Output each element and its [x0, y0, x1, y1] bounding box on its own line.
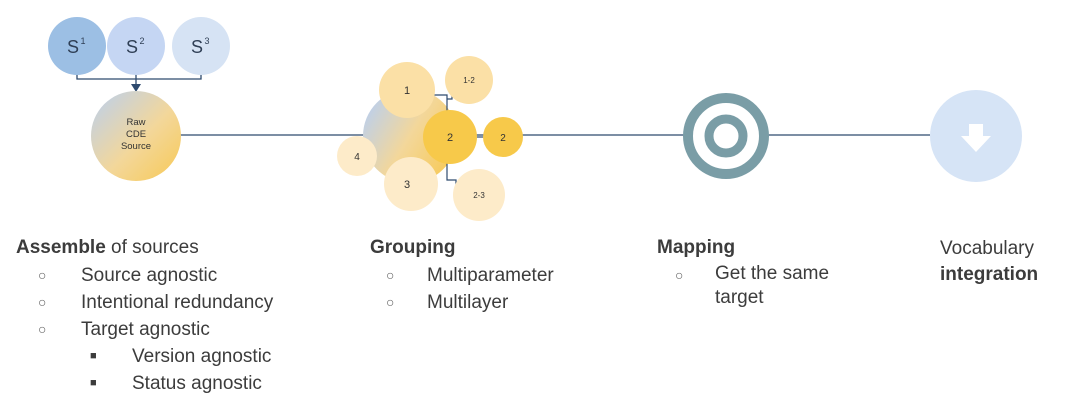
group-node-3-label: 3: [404, 179, 410, 191]
source-label-1: S: [67, 37, 79, 57]
raw-source-line-3: Source: [121, 141, 151, 152]
source-node-1: S 1: [48, 17, 106, 75]
vocabulary-line-2-text: integration: [940, 264, 1039, 285]
group-node-2-label: 2: [447, 132, 453, 144]
grouping-heading-text: Grouping: [370, 237, 456, 258]
source-sup-1: 1: [80, 36, 85, 46]
list-subitem: ■ Status agnostic: [16, 370, 273, 397]
mapping-heading: Mapping: [657, 236, 865, 260]
group-node-1: 1: [379, 62, 435, 118]
mapping-section: Mapping ○ Get the same target: [657, 236, 865, 311]
list-item-text: Multilayer: [427, 292, 509, 313]
source-node-2: S 2: [107, 17, 165, 75]
source-label-3: S: [191, 37, 203, 57]
download-arrow-icon: [930, 90, 1022, 182]
grouping-list: ○ Multiparameter ○ Multilayer: [370, 262, 554, 316]
assemble-heading-bold: Assemble: [16, 237, 106, 258]
circle-bullet-icon: ○: [38, 267, 47, 283]
square-bullet-icon: ■: [90, 350, 97, 362]
raw-cde-source-node: Raw CDE Source: [91, 91, 181, 181]
vocabulary-line-1: Vocabulary: [940, 238, 1035, 259]
source-label-2: S: [126, 37, 138, 57]
list-item-text: Get the same target: [715, 263, 830, 308]
list-item: ○ Intentional redundancy: [16, 289, 273, 316]
source-sup-3: 3: [204, 36, 209, 46]
target-rings-icon: [683, 93, 769, 179]
raw-source-line-1: Raw: [126, 117, 145, 128]
group-node-2b-label: 2: [500, 133, 506, 144]
square-bullet-icon: ■: [90, 377, 97, 389]
list-item-text: Intentional redundancy: [81, 292, 274, 313]
grouping-heading: Grouping: [370, 236, 554, 260]
circle-bullet-icon: ○: [386, 267, 395, 283]
group-node-1-label: 1: [404, 85, 410, 97]
assemble-heading: Assemble of sources: [16, 236, 273, 260]
group-node-1-2-label: 1-2: [463, 76, 475, 85]
assemble-list: ○ Source agnostic ○ Intentional redundancy…: [16, 262, 273, 397]
list-subitem-text: Version agnostic: [132, 346, 272, 367]
raw-source-line-2: CDE: [126, 129, 146, 140]
list-subitem-text: Status agnostic: [132, 373, 262, 394]
list-item: ○ Multilayer: [370, 289, 554, 316]
group-node-1-2: 1-2: [445, 56, 493, 104]
source-arrow-head: [131, 84, 141, 92]
mapping-list: ○ Get the same target: [657, 262, 865, 311]
list-item-text: Multiparameter: [427, 265, 554, 286]
circle-bullet-icon: ○: [386, 294, 395, 310]
group-node-2-3-label: 2-3: [473, 191, 485, 200]
circle-bullet-icon: ○: [38, 294, 47, 310]
grouping-base-circle: [363, 89, 457, 183]
source-node-3: S 3: [172, 17, 230, 75]
list-subitem: ■ Version agnostic: [16, 343, 273, 370]
source-sup-2: 2: [139, 36, 144, 46]
list-item-text: Source agnostic: [81, 265, 218, 286]
group-node-2-3: 2-3: [453, 169, 505, 221]
grouping-section: Grouping ○ Multiparameter ○ Multilayer: [370, 236, 554, 316]
assemble-heading-rest: of sources: [105, 237, 199, 258]
circle-bullet-icon: ○: [675, 267, 684, 283]
circle-bullet-icon: ○: [38, 321, 47, 337]
list-item: ○ Source agnostic: [16, 262, 273, 289]
mapping-heading-text: Mapping: [657, 237, 736, 258]
vocabulary-line-2: integration: [940, 262, 1038, 288]
grouping-cluster: 1 1-2 2 2 4 3 2-3: [337, 56, 523, 221]
group-node-3: 3: [384, 157, 438, 211]
list-item: ○ Multiparameter: [370, 262, 554, 289]
list-item: ○ Get the same target: [657, 262, 865, 311]
assemble-section: Assemble of sources ○ Source agnostic ○ In…: [16, 236, 273, 397]
list-item-text: Target agnostic: [81, 319, 210, 340]
group-node-2: 2: [423, 110, 477, 164]
group-node-2b: 2: [483, 117, 523, 157]
vocabulary-section: Vocabulary integration: [940, 236, 1038, 288]
group-node-4-label: 4: [354, 152, 360, 163]
group-node-4: 4: [337, 136, 377, 176]
pipeline-diagram: S 1 S 2 S 3 Raw CDE Source 1 1-2: [48, 17, 1022, 221]
list-item: ○ Target agnostic: [16, 316, 273, 343]
